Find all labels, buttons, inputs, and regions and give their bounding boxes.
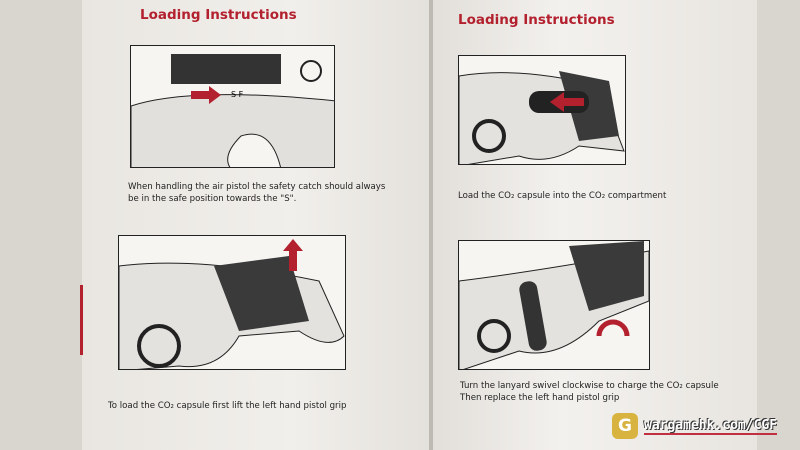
- pistol-grip-drawing: [119, 239, 345, 369]
- caption-step-1: When handling the air pistol the safety …: [128, 182, 386, 204]
- right-heading: Loading Instructions: [458, 12, 615, 28]
- illustration-safety-catch: S F: [130, 45, 335, 168]
- pistol-safety-drawing: [131, 54, 334, 167]
- page-fold: [429, 0, 433, 450]
- watermark: G wargamehk.com/CGF: [612, 413, 778, 439]
- caption-step-4: Turn the lanyard swivel clockwise to cha…: [460, 381, 719, 403]
- pistol-capsule-drawing: [459, 71, 625, 164]
- illustration-load-capsule: [458, 55, 626, 165]
- illustration-lanyard-swivel: [458, 240, 650, 370]
- left-heading: Loading Instructions: [140, 7, 297, 23]
- watermark-logo-icon: G: [612, 413, 638, 439]
- pistol-swivel-drawing: [459, 241, 649, 369]
- safety-label: S F: [231, 90, 244, 99]
- watermark-text: wargamehk.com/CGF: [644, 417, 778, 435]
- page-edge-marker: [80, 285, 83, 355]
- caption-step-2: To load the CO₂ capsule first lift the l…: [108, 401, 347, 411]
- caption-step-3: Load the CO₂ capsule into the CO₂ compar…: [458, 191, 667, 201]
- illustration-lift-grip: [118, 235, 346, 370]
